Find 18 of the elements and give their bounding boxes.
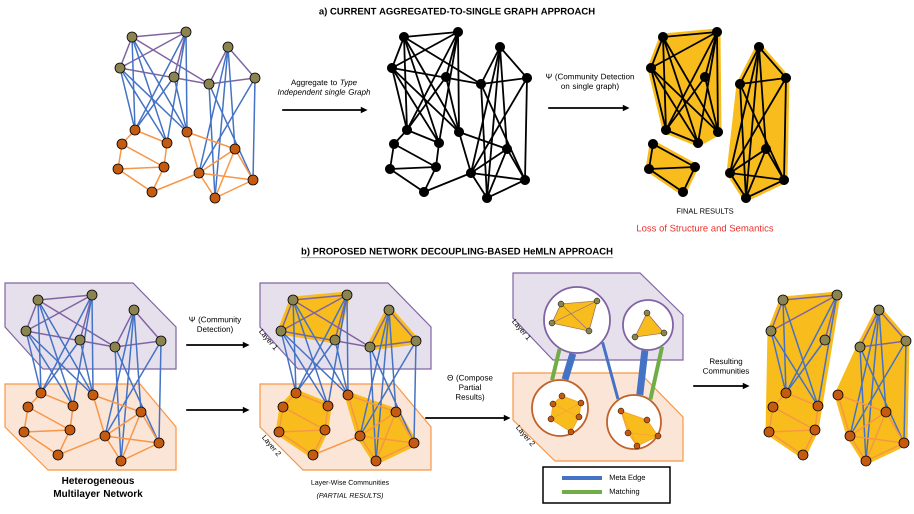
network-drawing — [385, 27, 532, 203]
meta-link — [601, 342, 620, 400]
network-drawing — [764, 290, 912, 466]
meta-link — [550, 348, 562, 381]
edge-label: Resulting Communities — [703, 358, 750, 374]
edge-label: Θ (Compose Partial Results) — [447, 374, 493, 402]
edge-label: Ψ (Community Detection) — [189, 316, 242, 334]
meta-link — [562, 352, 576, 381]
heading: a) CURRENT AGGREGATED-TO-SINGLE GRAPH APPROACH — [319, 8, 594, 16]
meta-link — [636, 350, 648, 396]
network-drawing — [112, 26, 260, 204]
warning-text: Loss of Structure and Semantics — [637, 224, 774, 232]
caption-text: Heterogeneous Multilayer Network — [54, 477, 143, 499]
heading: b) PROPOSED NETWORK DECOUPLING-BASED HeMLN APPROACH — [300, 248, 614, 258]
edge-label: Ψ (Community Detection on single graph) — [546, 73, 634, 91]
edge-label: Aggregate to Type Independent single Graph — [278, 80, 370, 96]
network-drawing — [644, 27, 791, 203]
meta-link — [648, 346, 664, 400]
